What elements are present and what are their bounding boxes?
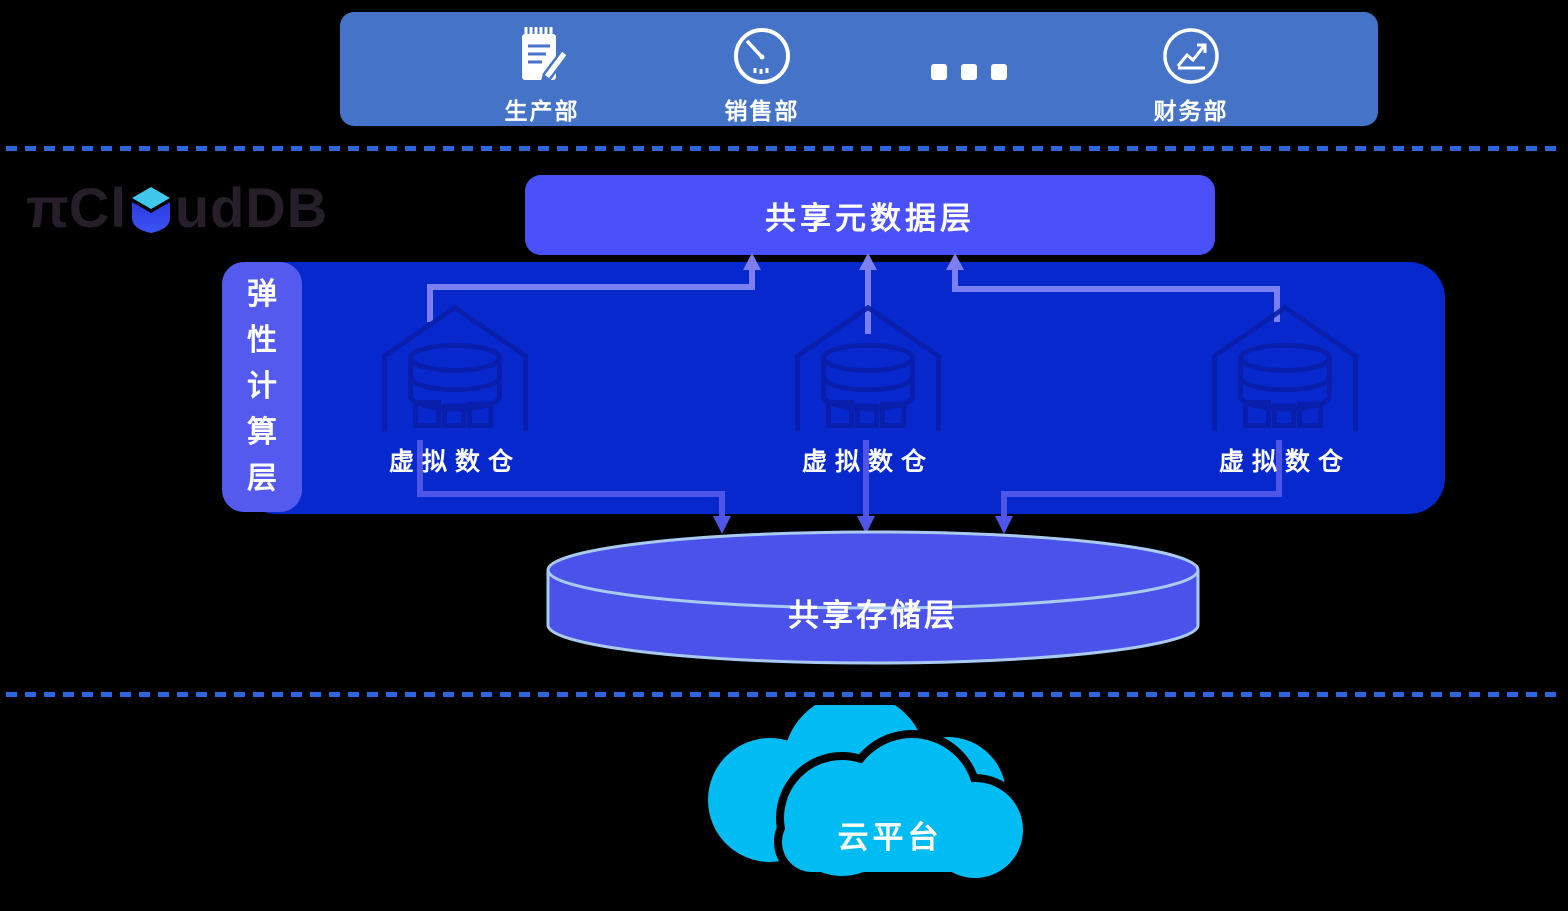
storage-layer-label: 共享存储层 xyxy=(788,598,958,633)
warehouse-database-icon xyxy=(1212,304,1358,432)
virtual-warehouse-label: 虚拟数仓 xyxy=(801,448,934,476)
ellipsis-icon xyxy=(899,64,1039,80)
dept-label: 生产部 xyxy=(504,98,580,124)
gauge-icon xyxy=(734,28,790,84)
dept-ellipsis xyxy=(899,24,1039,124)
virtual-warehouse-3: 虚拟数仓 xyxy=(1175,298,1395,478)
cube-logo-icon xyxy=(131,187,170,233)
virtual-warehouse-label: 虚拟数仓 xyxy=(388,448,521,476)
dept-sales: 销售部 xyxy=(692,24,832,124)
warehouse-database-icon xyxy=(795,304,941,432)
logo-text-after: udDB xyxy=(174,176,329,239)
storage-cylinder xyxy=(546,530,1200,665)
line-chart-icon xyxy=(1163,28,1219,84)
metadata-layer-label: 共享元数据层 xyxy=(765,200,975,236)
compute-layer-label: 弹性计算层 xyxy=(247,278,277,495)
dashed-separator-bottom xyxy=(6,692,1562,697)
virtual-warehouse-1: 虚拟数仓 xyxy=(345,298,565,478)
cloud-icon xyxy=(708,705,1031,886)
virtual-warehouse-label: 虚拟数仓 xyxy=(1218,448,1351,476)
warehouse-database-icon xyxy=(382,304,528,432)
departments-bar: 生产部 销售部 xyxy=(340,12,1378,126)
virtual-warehouse-2: 虚拟数仓 xyxy=(758,298,978,478)
dashed-separator-top xyxy=(6,146,1562,151)
dept-finance: 财务部 xyxy=(1121,24,1261,124)
cloud-platform-label: 云平台 xyxy=(837,820,943,855)
compute-layer-sidebar: 弹性计算层 xyxy=(222,262,302,512)
logo-text-before: Cl xyxy=(68,176,127,239)
dept-label: 财务部 xyxy=(1153,98,1229,124)
logo-pi: π xyxy=(26,176,69,239)
metadata-layer-box: 共享元数据层 xyxy=(525,175,1215,255)
dept-production: 生产部 xyxy=(472,24,612,124)
notepad-pencil-icon xyxy=(522,27,570,85)
dept-label: 销售部 xyxy=(724,98,800,124)
clouddb-logo: π Cl udDB xyxy=(26,180,328,236)
